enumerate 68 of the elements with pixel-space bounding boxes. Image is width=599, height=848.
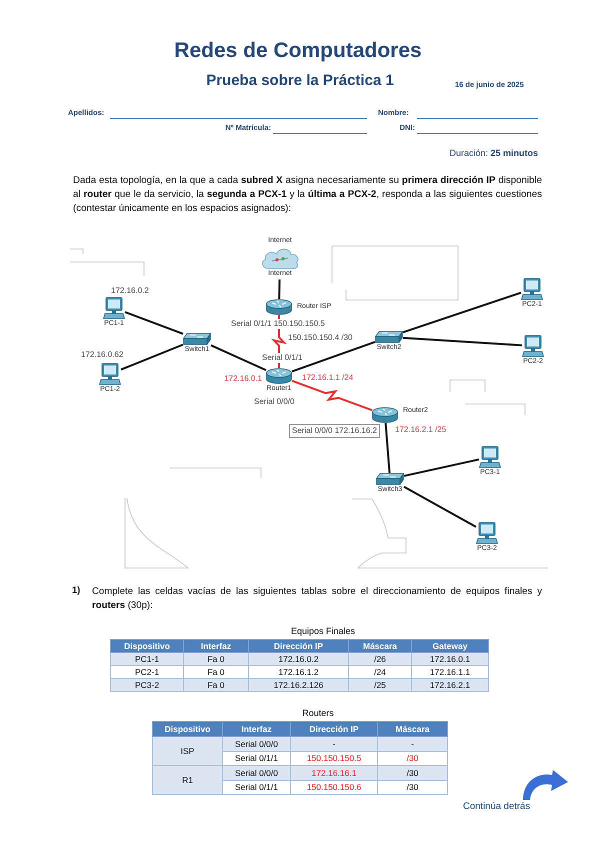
duration-text: Duración: 25 minutos [449,148,538,159]
table-cell: Serial 0/1/1 [222,751,290,766]
network-cable-line [278,279,281,300]
interface-label: Serial 0/1/1 [262,353,302,363]
table-cell: 150.150.150.6 [290,780,378,794]
table-cell: /30 [378,780,448,794]
table-cell: /24 [348,666,412,678]
network-cable-line [402,336,522,346]
table-cell: 172.16.1.1 [412,666,488,678]
serial-link-line [292,380,372,412]
interface-address-label: Serial 0/1/1 150.150.150.5 [231,319,325,329]
network-cable-line [384,422,391,474]
table-cell: Serial 0/0/0 [222,766,290,780]
table-cell: - [290,736,378,751]
table-cell: Fa 0 [184,678,248,692]
table-cell: 172.16.2.126 [248,678,348,692]
table-header-cell: Dirección IP [290,722,378,736]
table-cell: Serial 0/1/1 [222,780,290,794]
interface-label: Serial 0/0/0 [254,397,294,407]
question-number: 1) [72,585,80,596]
table-cell: /26 [348,652,412,666]
question-text: Complete las celdas vacías de las siguientes tablas sobre el direccionamiento de equipos finales y routers (30p): [92,585,542,613]
network-cable-line [404,486,476,528]
network-cable-line [210,344,266,372]
continue-note: Continúa detrás [463,801,530,812]
table-cell: Fa 0 [184,666,248,678]
network-cable-line [402,292,522,334]
network-cable-line [404,458,480,477]
table-cell: PC1-1 [110,652,184,666]
table-header-cell: Gateway [412,640,488,652]
table-header-cell: Máscara [378,722,448,736]
table-cell: R1 [152,766,222,794]
table-cell: /30 [378,751,448,766]
table-cell: Fa 0 [184,652,248,666]
page-title: Redes de Computadores [174,38,422,64]
table-cell: 150.150.150.5 [290,751,378,766]
table-cell: 172.16.2.1 [412,678,488,692]
network-cable-line [292,341,376,372]
table-header-cell: Dispositivo [152,722,222,736]
table-cell: /25 [348,678,412,692]
instructions-paragraph: Dada esta topología, en la que a cada subred X asigna necesariamente su primera dirección IP disponible al router que le da servicio, la segunda a PCX-1 y la última a PCX-2, responda a las siguientes cuestiones (contestar únicamente en los espacios asignados): [73,174,542,216]
subtitle: Prueba sobre la Práctica 1 [206,72,394,90]
table-header-cell: Interfaz [222,722,290,736]
table-cell: PC2-1 [110,666,184,678]
ip-address-label: 172.16.1.1 /24 [302,373,354,383]
table-cell: 172.16.16.1 [290,766,378,780]
table-header-cell: Dirección IP [248,640,348,652]
table-cell: 172.16.0.1 [412,652,488,666]
ip-address-label: 172.16.0.1 [224,374,262,384]
table-cell: - [378,736,448,751]
interface-address-label: Serial 0/0/0 172.16.16.2 [289,424,380,438]
table-header-cell: Interfaz [184,640,248,652]
table-cell: PC3-2 [110,678,184,692]
table-header-cell: Máscara [348,640,412,652]
table-cell: /30 [378,766,448,780]
table-cell: Serial 0/0/0 [222,736,290,751]
ip-address-label: 172.16.0.62 [81,350,124,360]
ip-address-label: 172.16.0.2 [111,286,149,296]
network-cable-line [124,311,184,335]
table-cell: ISP [152,736,222,766]
table-cell: 172.16.1.2 [248,666,348,678]
table-title: Equipos Finales [290,626,356,637]
table-cell: 172.16.0.2 [248,652,348,666]
table-title: Routers [302,708,334,719]
ip-address-label: 172.16.2.1 /25 [395,425,446,435]
network-cable-line [120,344,184,370]
table-header-cell: Dispositivo [110,640,184,652]
edge-label: 150.150.150.4 /30 [288,333,353,343]
